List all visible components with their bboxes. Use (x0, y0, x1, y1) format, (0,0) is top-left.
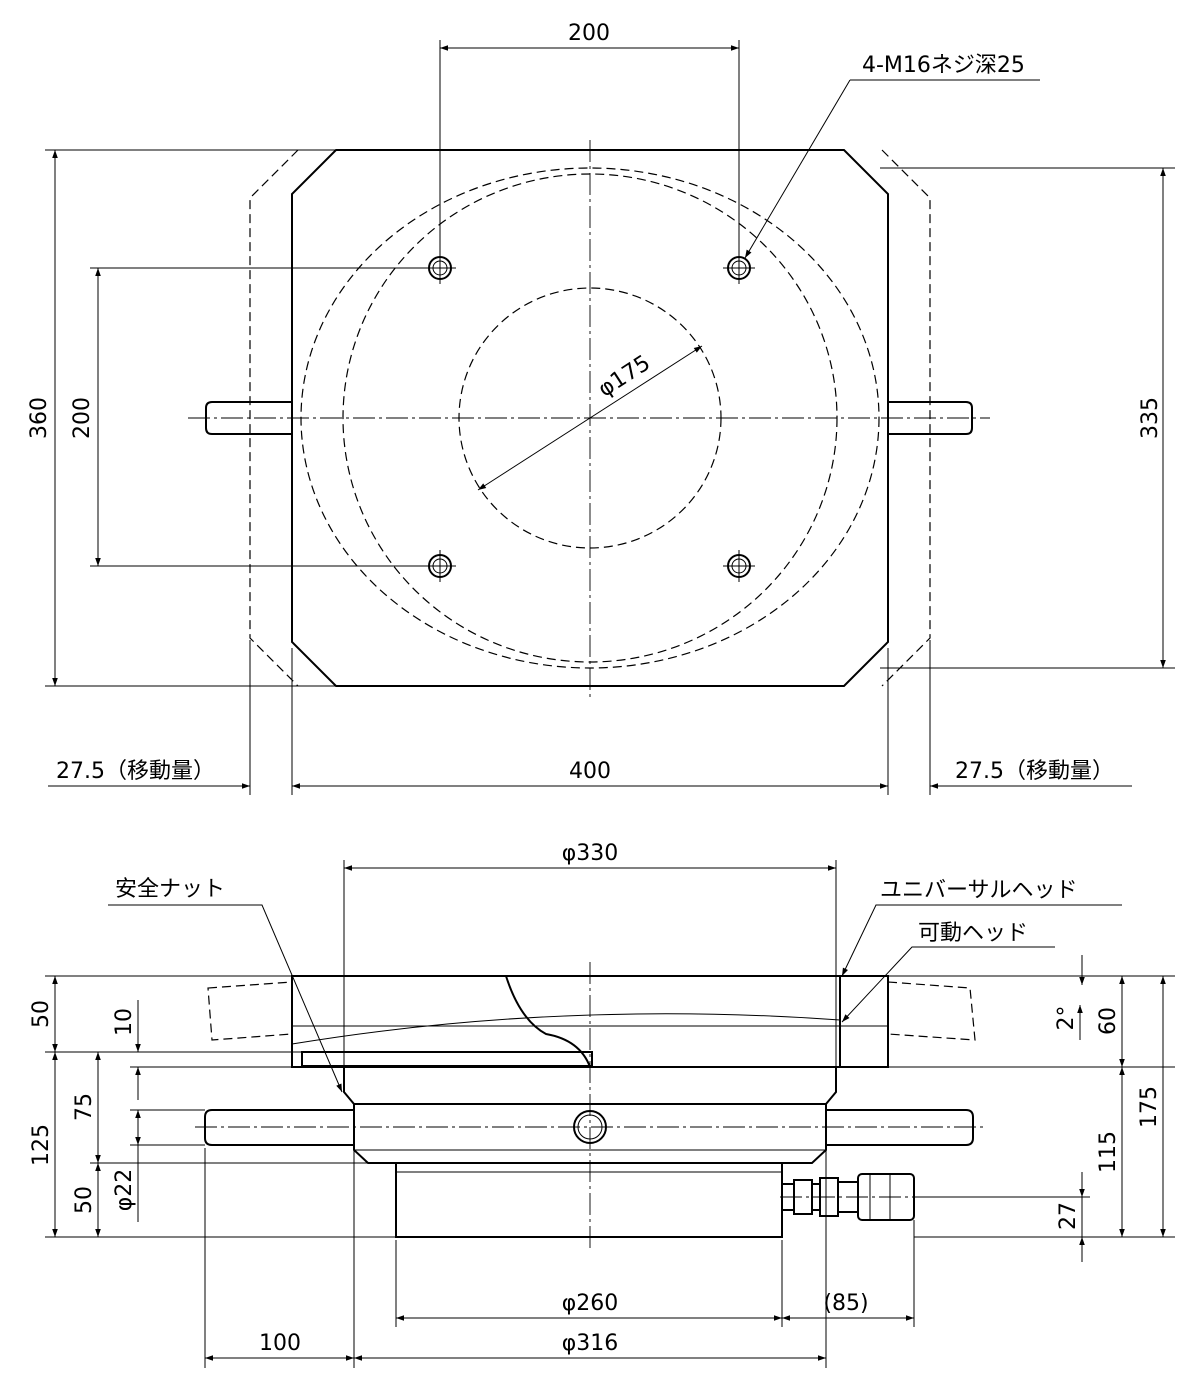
movable-head-curve (291, 1013, 841, 1045)
dim-line-inner-diameter (477, 345, 703, 491)
thread-hole-bottom-right (723, 550, 755, 582)
movable-head-cutout (505, 975, 591, 1068)
dim-plate-height: 335 (1138, 397, 1163, 439)
label-movable-head: 可動ヘッド (918, 921, 1028, 946)
base-plate-outline (291, 149, 889, 687)
dim-hole-spacing-y: 200 (70, 397, 95, 439)
dim-height-175: 175 (1137, 1086, 1162, 1128)
safety-nut-plate (301, 1051, 593, 1067)
handle-pin-right (888, 401, 973, 435)
dim-pin-diameter: φ22 (112, 1169, 137, 1212)
dim-base-diameter: φ260 (562, 1291, 619, 1316)
dim-travel-left: 27.5（移動量） (56, 759, 215, 784)
tilt-phantom-left (207, 981, 293, 1041)
dim-hole-spacing-x: 200 (568, 21, 610, 46)
label-universal-head: ユニバーサルヘッド (880, 878, 1078, 903)
dim-height-10: 10 (112, 1008, 137, 1036)
dim-height-27: 27 (1056, 1202, 1081, 1230)
dim-travel-right: 27.5（移動量） (955, 759, 1114, 784)
leader-thread-holes (744, 79, 851, 259)
tilt-phantom-right (887, 981, 976, 1041)
label-thread-holes: 4-M16ネジ深25 (862, 53, 1025, 78)
dim-height-125: 125 (29, 1124, 54, 1166)
dim-height-75: 75 (72, 1093, 97, 1121)
side-handle-left (204, 1109, 354, 1146)
thread-hole-bottom-left (424, 550, 456, 582)
dim-height-60: 60 (1096, 1007, 1121, 1035)
thread-hole-top-left (424, 252, 456, 284)
dim-overall-height: 360 (27, 397, 52, 439)
dim-inner-diameter: φ175 (594, 351, 655, 403)
leader-movable-head (841, 946, 1055, 1023)
leader-safety-nut (108, 904, 343, 1093)
label-safety-nut: 安全ナット (115, 877, 225, 902)
dim-body-diameter: φ316 (562, 1331, 619, 1356)
leader-universal-head (841, 904, 1122, 977)
thread-hole-top-right (723, 252, 755, 284)
side-handle-right (826, 1109, 974, 1146)
dim-base-width: 400 (569, 759, 611, 784)
dim-handle-length: 100 (259, 1331, 301, 1356)
dim-height-115: 115 (1096, 1131, 1121, 1173)
top-view: 200 4-M16ネジ深25 360 200 335 φ175 400 27.5… (27, 21, 1175, 795)
dim-height-50-top: 50 (29, 1000, 54, 1028)
base-cylinder (395, 1162, 783, 1238)
dim-connector-length: (85) (823, 1291, 868, 1316)
dim-angle: 2° (1054, 1006, 1079, 1031)
dim-top-diameter: φ330 (562, 841, 619, 866)
side-view: φ330 安全ナット ユニバーサルヘッド 可動ヘッド 50 125 75 50 … (29, 841, 1175, 1368)
dim-height-50-bottom: 50 (72, 1186, 97, 1214)
